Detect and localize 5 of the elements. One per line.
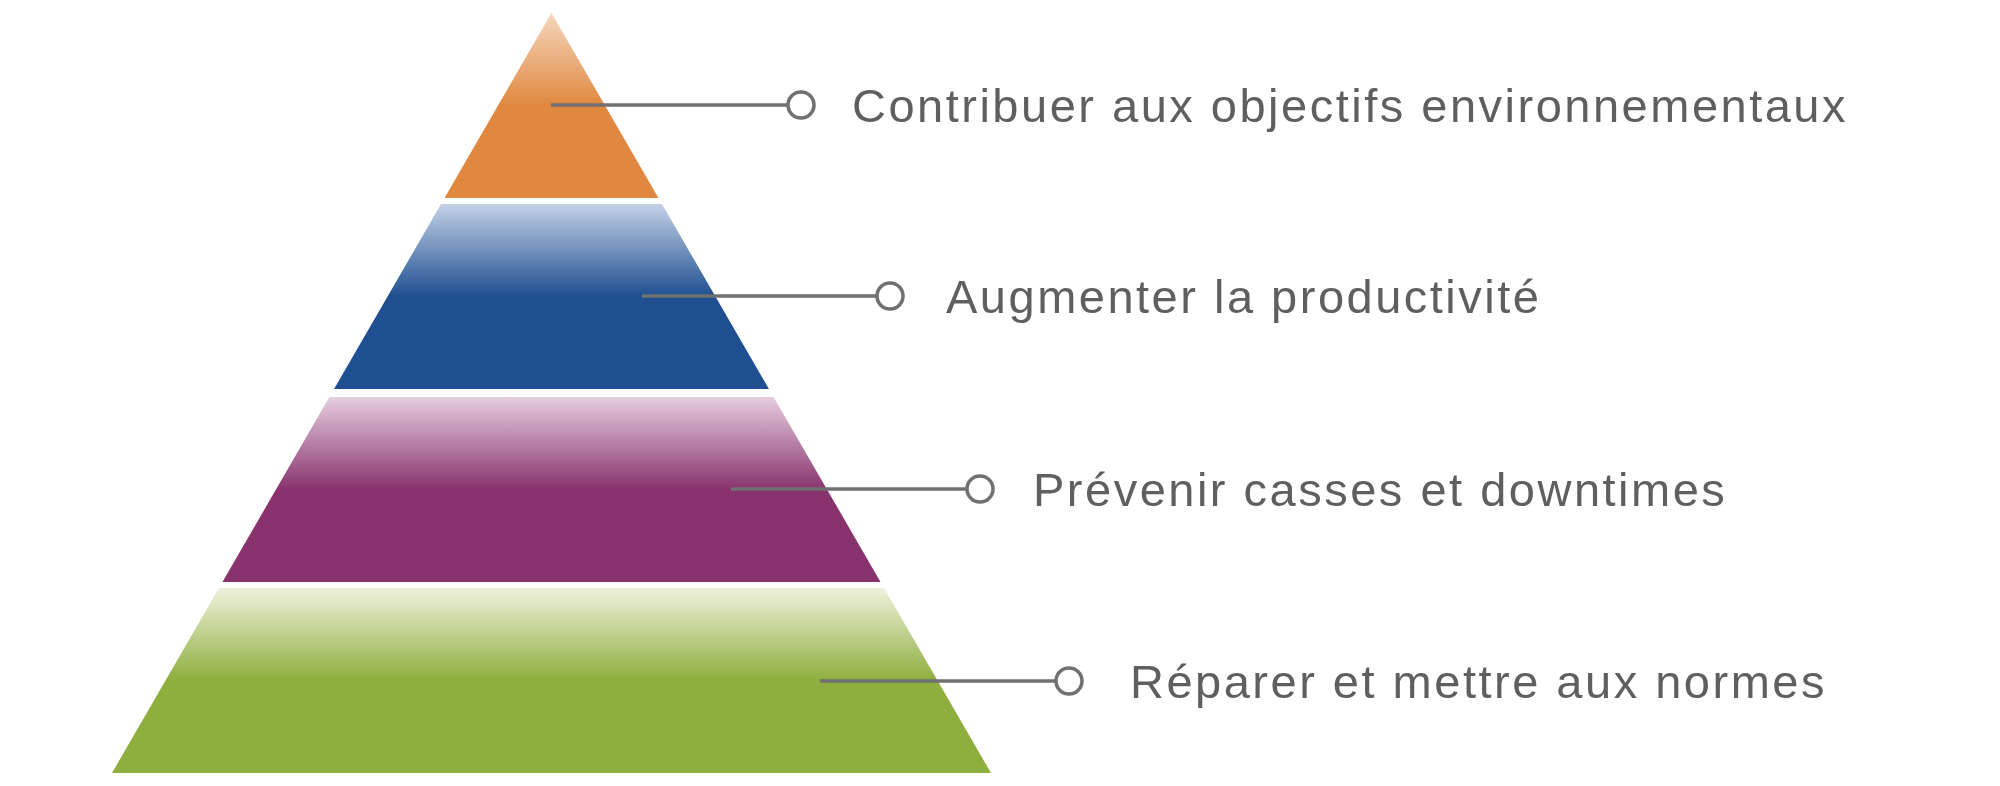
leader-line: [731, 474, 995, 504]
leader-line: [820, 666, 1084, 696]
leader-line: [642, 281, 905, 311]
tier-label: Prévenir casses et downtimes: [1033, 465, 1728, 513]
leader-line: [551, 90, 816, 120]
